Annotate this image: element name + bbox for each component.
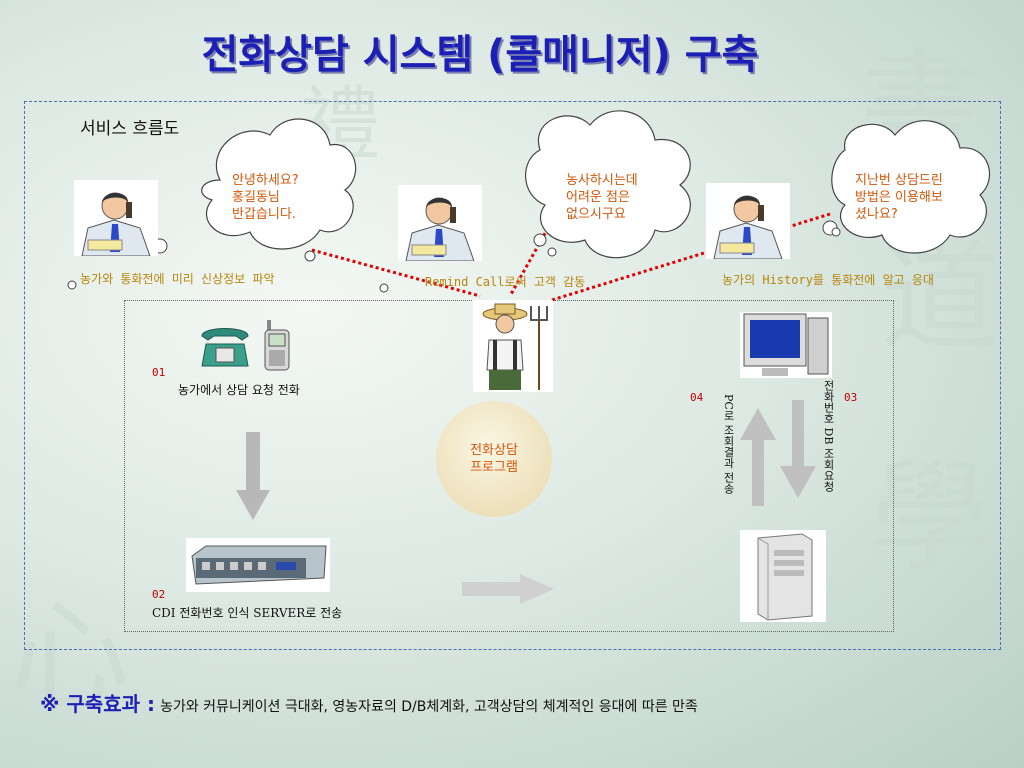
step-04-number: 04 [690, 391, 704, 404]
operator-icon [398, 185, 482, 261]
arrow-down-right [780, 400, 816, 498]
step-01-number: 01 [152, 366, 166, 379]
cloud-line: 어려운 점은 [566, 190, 630, 205]
db-server-icon [740, 530, 826, 622]
cloud-line: 셨나요? [855, 207, 898, 222]
cloud-right-text: 지난번 상담드린 방법은 이용해보 셨나요? [855, 172, 943, 223]
cloud-line: 농사하시는데 [566, 173, 638, 188]
caption-right: 농가의 History를 통화전에 알고 응대 [722, 273, 934, 287]
telephone-icon [201, 328, 249, 367]
arrow-up-right [740, 408, 776, 506]
cloud-line: 안녕하세요? [232, 173, 299, 188]
step-01-text: 농가에서 상담 요청 전화 [178, 383, 300, 397]
mobile-phone-icon [264, 320, 290, 371]
program-label-line2: 프로그램 [470, 460, 518, 475]
cloud-line: 지난번 상담드린 [855, 173, 943, 188]
step-02-text: CDI 전화번호 인식 SERVER로 전송 [152, 606, 343, 620]
effect-statement: ※ 구축효과 : 농가와 커뮤니케이션 극대화, 영농자료의 D/B체계화, 고… [40, 688, 1015, 717]
cloud-left-text: 안녕하세요? 홍길동님 반갑습니다. [232, 172, 299, 223]
flow-label: 서비스 흐름도 [80, 119, 180, 139]
step-02-number: 02 [152, 588, 166, 601]
operator-icon [74, 180, 158, 256]
farmer-icon [473, 300, 553, 392]
cloud-line: 없으시구요 [566, 207, 626, 222]
program-label-line1: 전화상담 [470, 443, 518, 458]
page-title: 전화상담 시스템 (콜매니저) 구축 [201, 32, 759, 78]
effect-label: ※ 구축효과 : [40, 692, 155, 716]
cdi-server-icon [186, 538, 330, 592]
background-calligraphy: 學 [870, 449, 990, 588]
flow-frame [24, 101, 1001, 650]
cloud-right [831, 120, 990, 254]
background-calligraphy: 道 [880, 229, 1000, 368]
caption-middle: Remind Call로써 고객 감동 [425, 275, 586, 289]
step-03-text: 전화번호 DB 조회요청 [822, 380, 835, 492]
cloud-middle [525, 110, 691, 259]
cloud-middle-text: 농사하시는데 어려운 점은 없으시구요 [566, 172, 638, 223]
step-04-text: PC로 조회결과 전송 [722, 394, 735, 494]
operator-icon [706, 183, 790, 259]
arrow-right-bottom [462, 574, 554, 604]
arrow-down-left [236, 432, 270, 520]
consulting-program-node: 전화상담 프로그램 [436, 401, 552, 517]
caption-left: 농가와 통화전에 미리 신상정보 파악 [80, 272, 275, 286]
cloud-left [201, 118, 357, 250]
background-calligraphy: 心 [10, 589, 130, 728]
cloud-line: 방법은 이용해보 [855, 190, 943, 205]
cloud-line: 반갑습니다. [232, 207, 296, 222]
step-03-number: 03 [844, 391, 858, 404]
effect-text: 농가와 커뮤니케이션 극대화, 영농자료의 D/B체계화, 고객상담의 체계적인… [160, 699, 698, 715]
monitor-icon [740, 312, 832, 378]
cloud-line: 홍길동님 [232, 190, 280, 205]
